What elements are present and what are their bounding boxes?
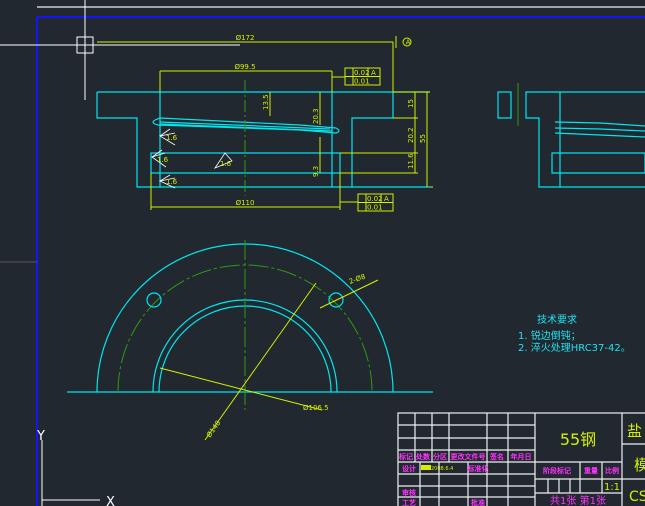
svg-text:Ø106.5: Ø106.5 <box>303 404 329 412</box>
svg-text:Ø110: Ø110 <box>236 199 255 207</box>
svg-text:2008.6.4: 2008.6.4 <box>431 466 453 472</box>
svg-text:55: 55 <box>419 134 427 143</box>
svg-text:1. 锐边倒钝；: 1. 锐边倒钝； <box>518 329 581 342</box>
svg-text:A: A <box>384 195 389 203</box>
svg-text:批准: 批准 <box>471 498 485 506</box>
dimensions: A Ø172 Ø99.5 Ø110 13.5 20.3 9.3 15 20.2 … <box>97 34 433 210</box>
svg-text:1:1: 1:1 <box>604 482 620 493</box>
crosshair-cursor <box>0 0 240 100</box>
svg-text:工艺: 工艺 <box>402 498 416 506</box>
svg-text:1.6: 1.6 <box>220 160 232 168</box>
svg-text:审核: 审核 <box>402 488 416 497</box>
svg-text:20.3: 20.3 <box>312 108 320 124</box>
ucs-y-label: Y <box>36 429 45 444</box>
svg-text:9.3: 9.3 <box>312 166 320 177</box>
ucs-icon <box>41 440 100 506</box>
svg-text:55钢: 55钢 <box>560 430 596 449</box>
svg-text:年月日: 年月日 <box>511 452 532 461</box>
svg-text:处数: 处数 <box>415 452 431 461</box>
ucs-x-label: X <box>106 495 115 506</box>
svg-text:Ø99.5: Ø99.5 <box>234 63 255 71</box>
svg-text:更改文件号: 更改文件号 <box>451 452 486 461</box>
svg-text:重量: 重量 <box>584 466 598 475</box>
svg-text:标准化: 标准化 <box>467 464 489 473</box>
svg-text:模: 模 <box>634 456 645 474</box>
svg-text:1.6: 1.6 <box>157 156 169 164</box>
svg-text:0.02: 0.02 <box>354 69 370 77</box>
svg-text:13.5: 13.5 <box>262 94 270 110</box>
svg-text:分区: 分区 <box>433 452 447 461</box>
front-section-view[interactable] <box>96 80 430 196</box>
roughness-symbols <box>151 128 233 189</box>
svg-text:阶段标记: 阶段标记 <box>543 466 571 475</box>
svg-text:签名: 签名 <box>489 452 504 461</box>
svg-text:Ø172: Ø172 <box>236 34 255 42</box>
tolerance-frame-1: 0.02 A 0.01 <box>332 67 381 86</box>
svg-text:盐: 盐 <box>627 422 642 440</box>
title-block: 标记 处数 分区 更改文件号 签名 年月日 设计 2008.6.4 标准化 审核… <box>397 412 645 506</box>
svg-text:15: 15 <box>407 99 415 108</box>
svg-text:设计: 设计 <box>402 464 416 473</box>
svg-text:A: A <box>406 39 411 47</box>
svg-text:标记: 标记 <box>398 452 413 461</box>
svg-text:1.6: 1.6 <box>166 134 178 142</box>
svg-text:A: A <box>371 69 376 77</box>
svg-text:0.01: 0.01 <box>367 204 383 212</box>
svg-text:比例: 比例 <box>605 466 619 475</box>
bolt-hole-left <box>146 292 162 308</box>
svg-text:1.6: 1.6 <box>166 178 178 186</box>
svg-text:0.02: 0.02 <box>367 195 383 203</box>
side-section-view[interactable] <box>497 83 645 188</box>
svg-text:11.6: 11.6 <box>407 153 415 169</box>
svg-text:20.2: 20.2 <box>407 127 415 143</box>
svg-text:2-Ø8: 2-Ø8 <box>348 273 367 286</box>
svg-text:0.01: 0.01 <box>354 78 370 86</box>
bolt-hole-right <box>328 292 344 308</box>
svg-text:技术要求: 技术要求 <box>537 313 577 326</box>
svg-text:2. 淬火处理HRC37-42。: 2. 淬火处理HRC37-42。 <box>518 341 631 354</box>
top-view[interactable]: 2-Ø8 Ø106.5 Ø148 <box>67 240 433 441</box>
svg-text:Ø148: Ø148 <box>205 419 222 439</box>
svg-text:CS: CS <box>629 489 645 505</box>
tolerance-frame-2: 0.02 A 0.01 <box>357 193 394 212</box>
sheet-info: 共1张 第1张 <box>550 494 606 506</box>
technical-requirements: 技术要求 1. 锐边倒钝； 2. 淬火处理HRC37-42。 <box>518 313 631 354</box>
